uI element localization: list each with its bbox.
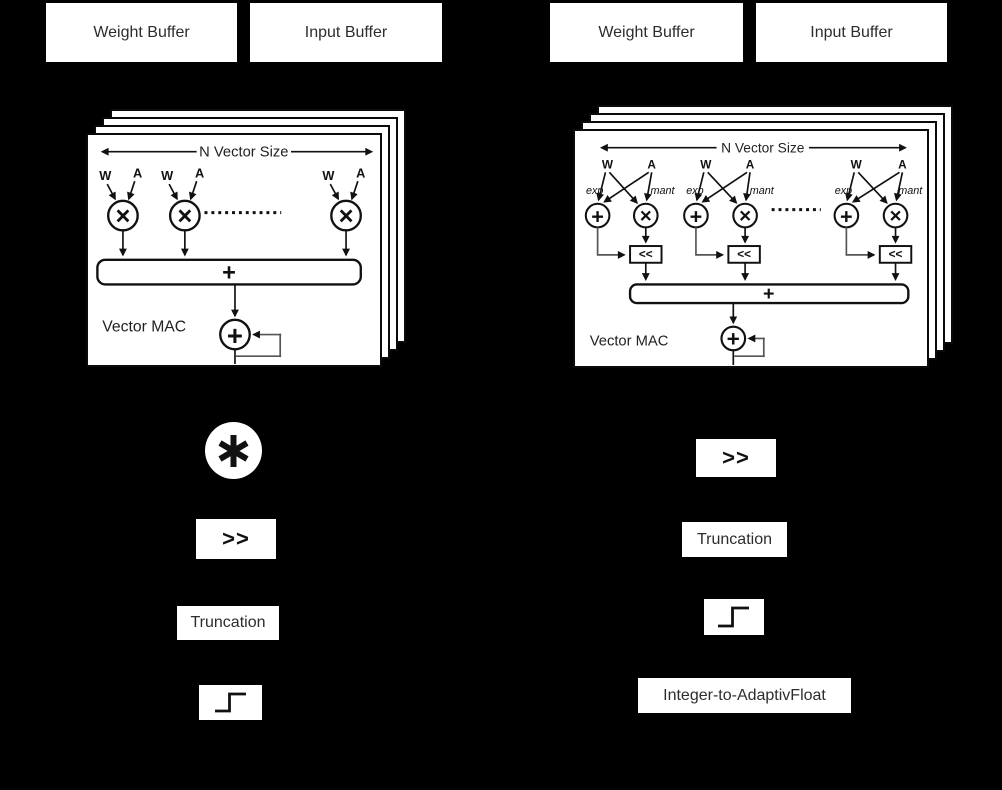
- multiplier-circle: [330, 199, 362, 232]
- weight-label: W: [851, 158, 863, 171]
- activation-label: A: [898, 158, 907, 171]
- activation-label: A: [647, 158, 656, 171]
- step-function-icon: [215, 692, 246, 713]
- accumulator-circle: [219, 318, 251, 351]
- activation-label: A: [746, 158, 755, 171]
- shifter-label: <<: [889, 248, 903, 261]
- activation-label: A: [195, 165, 204, 180]
- multiplier-circle: [168, 199, 201, 232]
- truncation-box: Truncation: [682, 522, 787, 557]
- shift-right-box: >>: [696, 439, 776, 477]
- multiplier-circle: [107, 199, 139, 232]
- multiply-symbol: ×: [177, 203, 192, 231]
- mant-label: mant: [898, 185, 923, 197]
- adder-tree-bar: [96, 258, 362, 286]
- truncation-box: Truncation: [177, 606, 279, 640]
- accumulator: +: [720, 325, 765, 366]
- weight-label: W: [161, 168, 174, 183]
- multiply-symbol: ×: [339, 203, 354, 231]
- weight-buffer-box: Weight Buffer: [550, 3, 743, 62]
- exp-adder-symbol: +: [591, 204, 604, 229]
- vector-size-arrow: N Vector Size: [599, 141, 907, 156]
- mac-lane-2: W A exp mant + × <<: [683, 158, 775, 282]
- vector-size-label: N Vector Size: [199, 145, 288, 161]
- accumulator-symbol: +: [727, 326, 740, 351]
- asterisk-icon: [218, 435, 249, 467]
- shifter-label: <<: [737, 248, 751, 261]
- weight-label: W: [700, 158, 712, 171]
- integer-to-adaptivfloat-box: Integer-to-AdaptivFloat: [638, 678, 851, 713]
- vector-size-label: N Vector Size: [721, 141, 805, 156]
- input-buffer-box: Input Buffer: [250, 3, 442, 62]
- mant-label: mant: [750, 185, 775, 197]
- shifter-box: [727, 245, 761, 264]
- multiply-symbol: ×: [739, 205, 751, 228]
- shift-right-label: >>: [222, 526, 250, 551]
- integer-vector-mac-diagram: N Vector Size W A × W A: [96, 145, 374, 365]
- adder-symbol: +: [222, 260, 236, 286]
- activation-label: A: [133, 165, 142, 180]
- mac-lane-n: W A ×: [322, 165, 365, 257]
- input-buffer-box: Input Buffer: [756, 3, 947, 62]
- weight-label: W: [602, 158, 614, 171]
- adaptivfloat-vector-mac-diagram: N Vector Size W A exp mant + ×: [584, 141, 923, 366]
- mac-lane-1: W A ×: [99, 165, 142, 257]
- accumulator-symbol: +: [227, 320, 243, 351]
- mac-lane-1: W A exp mant + × <<: [584, 158, 676, 282]
- multiply-symbol: ×: [640, 205, 652, 228]
- input-buffer-label: Input Buffer: [304, 23, 388, 41]
- weight-buffer-label: Weight Buffer: [598, 23, 695, 41]
- mac-lane-2: W A ×: [161, 165, 204, 257]
- quantization-step-box: [704, 599, 764, 635]
- adder-tree-bar: [628, 283, 910, 305]
- shifter-label: <<: [639, 248, 653, 261]
- step-function-icon: [718, 606, 749, 628]
- input-buffer-label: Input Buffer: [810, 23, 893, 41]
- vector-mac-label: Vector MAC: [102, 319, 186, 336]
- vector-size-arrow: N Vector Size: [100, 145, 374, 161]
- activation-label: A: [356, 165, 365, 180]
- exp-adder-symbol: +: [840, 204, 853, 229]
- accumulator-circle: [720, 325, 747, 352]
- vector-mac-label: Vector MAC: [590, 333, 669, 349]
- truncation-label: Truncation: [190, 614, 266, 631]
- multiply-symbol: ×: [890, 205, 902, 228]
- adder-symbol: +: [763, 283, 774, 305]
- mant-label: mant: [650, 185, 675, 197]
- shift-right-label: >>: [722, 445, 750, 470]
- exp-adder-symbol: +: [690, 204, 703, 229]
- weight-label: W: [322, 168, 335, 183]
- vector-mac-card: N Vector Size W A × W A: [86, 133, 382, 367]
- multiply-stage-circle: [205, 422, 262, 479]
- truncation-label: Truncation: [697, 530, 772, 548]
- multiply-symbol: ×: [115, 203, 130, 231]
- integer-to-adaptivfloat-label: Integer-to-AdaptivFloat: [663, 686, 826, 704]
- accumulator: +: [219, 318, 282, 365]
- weight-label: W: [99, 168, 112, 183]
- weight-buffer-label: Weight Buffer: [93, 23, 190, 41]
- quantization-step-box: [199, 685, 262, 720]
- mac-lane-n: W A exp mant + × <<: [833, 158, 923, 282]
- vector-mac-card: N Vector Size W A exp mant + ×: [573, 129, 929, 368]
- shift-right-box: >>: [196, 519, 276, 559]
- weight-buffer-box: Weight Buffer: [46, 3, 237, 62]
